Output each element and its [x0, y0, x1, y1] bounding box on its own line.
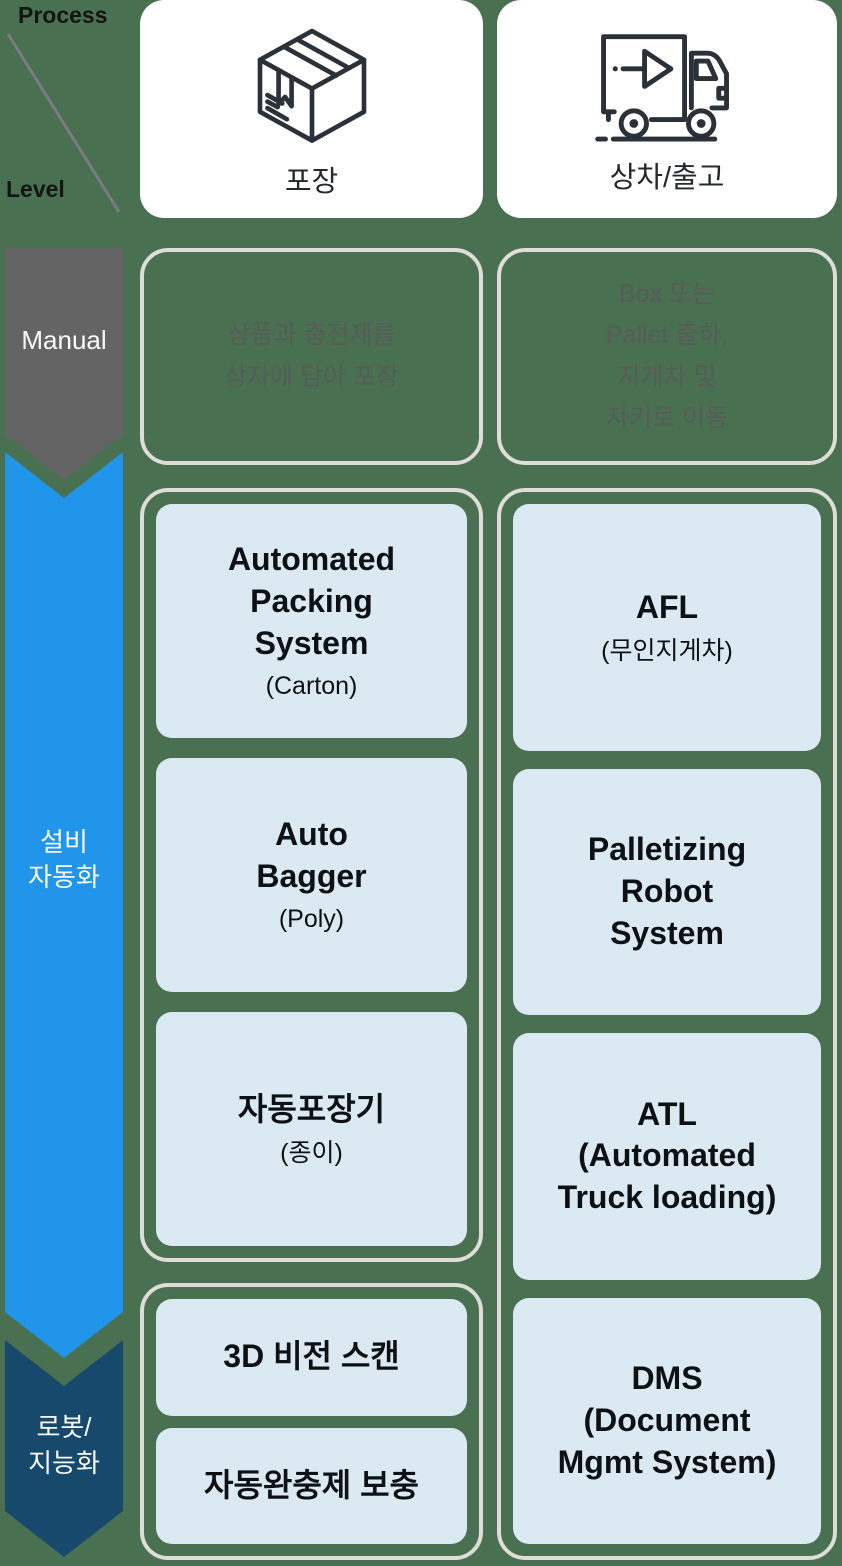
level-band-automation-label: 설비 자동화	[28, 826, 100, 892]
card-auto-bagger: Auto Bagger (Poly)	[156, 758, 467, 992]
card-subtitle: (Poly)	[278, 905, 345, 934]
level-band-manual-label: Manual	[21, 325, 107, 356]
card-title: Automated Packing System	[227, 541, 396, 661]
automation-packing-group: Automated Packing System (Carton) Auto B…	[140, 488, 483, 1262]
process-header-shipping: 상차/출고	[497, 0, 837, 218]
card-atl: ATL (Automated Truck loading)	[513, 1033, 821, 1280]
level-band-robot: 로봇/ 지능화	[5, 1340, 123, 1557]
card-title: ATL (Automated Truck loading)	[557, 1095, 777, 1216]
process-header-packing-label: 포장	[284, 166, 339, 198]
manual-shipping-text: Box 또는 Pallet 출하, 지게차 및 자키로 이동	[605, 280, 729, 432]
card-title: 자동완충제 보충	[204, 1466, 419, 1503]
diagonal-divider-line	[6, 33, 121, 213]
card-subtitle: (종이)	[280, 1138, 343, 1167]
card-subtitle: (무인지게차)	[601, 636, 733, 665]
card-automated-packing-system: Automated Packing System (Carton)	[156, 504, 467, 738]
card-title: Palletizing Robot System	[587, 831, 747, 951]
card-dms: DMS (Document Mgmt System)	[513, 1297, 821, 1544]
level-band-automation: 설비 자동화	[5, 452, 123, 1358]
card-auto-cushion-refill: 자동완충제 보충	[156, 1427, 467, 1544]
manual-packing-cell: 상품과 충전제를 상자에 담아 포장	[140, 248, 483, 465]
process-axis-label: Process	[18, 2, 108, 28]
truck-icon	[595, 34, 729, 142]
card-subtitle: (Carton)	[265, 672, 358, 701]
card-palletizing-robot: Palletizing Robot System	[513, 768, 821, 1015]
robot-packing-group: 3D 비전 스캔 자동완충제 보충	[140, 1283, 483, 1560]
manual-shipping-cell: Box 또는 Pallet 출하, 지게차 및 자키로 이동	[497, 248, 837, 465]
card-title: 자동포장기	[237, 1090, 386, 1127]
card-title: AFL	[635, 589, 699, 626]
shipping-systems-group: AFL (무인지게차) Palletizing Robot System ATL…	[497, 488, 837, 1560]
card-title: DMS (Document Mgmt System)	[557, 1360, 777, 1480]
box-icon	[257, 28, 366, 143]
level-band-manual: Manual	[5, 248, 123, 480]
level-band-robot-label: 로봇/ 지능화	[28, 1412, 100, 1478]
process-header-packing: 포장	[140, 0, 483, 218]
card-3d-vision-scan: 3D 비전 스캔	[156, 1299, 467, 1416]
process-header-shipping-label: 상차/출고	[609, 162, 725, 194]
card-afl: AFL (무인지게차)	[513, 504, 821, 751]
level-axis-label: Level	[6, 176, 65, 202]
card-title: 3D 비전 스캔	[223, 1338, 400, 1375]
card-auto-wrapper: 자동포장기 (종이)	[156, 1012, 467, 1246]
card-title: Auto Bagger	[256, 816, 367, 894]
manual-packing-text: 상품과 충전제를 상자에 담아 포장	[224, 321, 399, 391]
